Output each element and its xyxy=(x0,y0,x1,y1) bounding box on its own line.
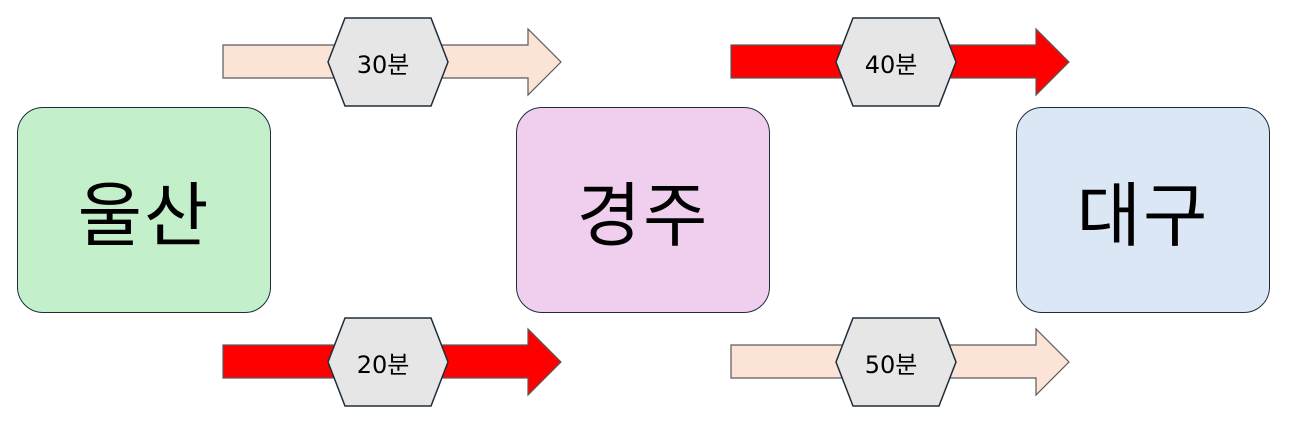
hexagon-badge xyxy=(835,17,957,107)
time-label-gyeongju-daegu-top: 40분 xyxy=(864,50,918,79)
node-daegu: 대구 xyxy=(1016,107,1270,313)
node-gyeongju: 경주 xyxy=(516,107,770,313)
hexagon-badge xyxy=(835,317,957,407)
connection-gyeongju-daegu-top: 40분 xyxy=(726,17,1076,117)
node-daegu-label: 대구 xyxy=(1076,174,1210,257)
connection-ulsan-gyeongju-top: 30분 xyxy=(218,17,568,117)
node-ulsan: 울산 xyxy=(17,107,271,313)
node-gyeongju-label: 경주 xyxy=(576,174,710,257)
connection-gyeongju-daegu-bottom: 50분 xyxy=(726,317,1076,417)
time-label-ulsan-gyeongju-bottom: 20분 xyxy=(356,350,410,379)
time-label-ulsan-gyeongju-top: 30분 xyxy=(356,50,410,79)
node-ulsan-label: 울산 xyxy=(77,174,211,257)
hexagon-badge xyxy=(327,317,449,407)
connection-ulsan-gyeongju-bottom: 20분 xyxy=(218,317,568,417)
time-label-gyeongju-daegu-bottom: 50분 xyxy=(864,350,918,379)
hexagon-badge xyxy=(327,17,449,107)
